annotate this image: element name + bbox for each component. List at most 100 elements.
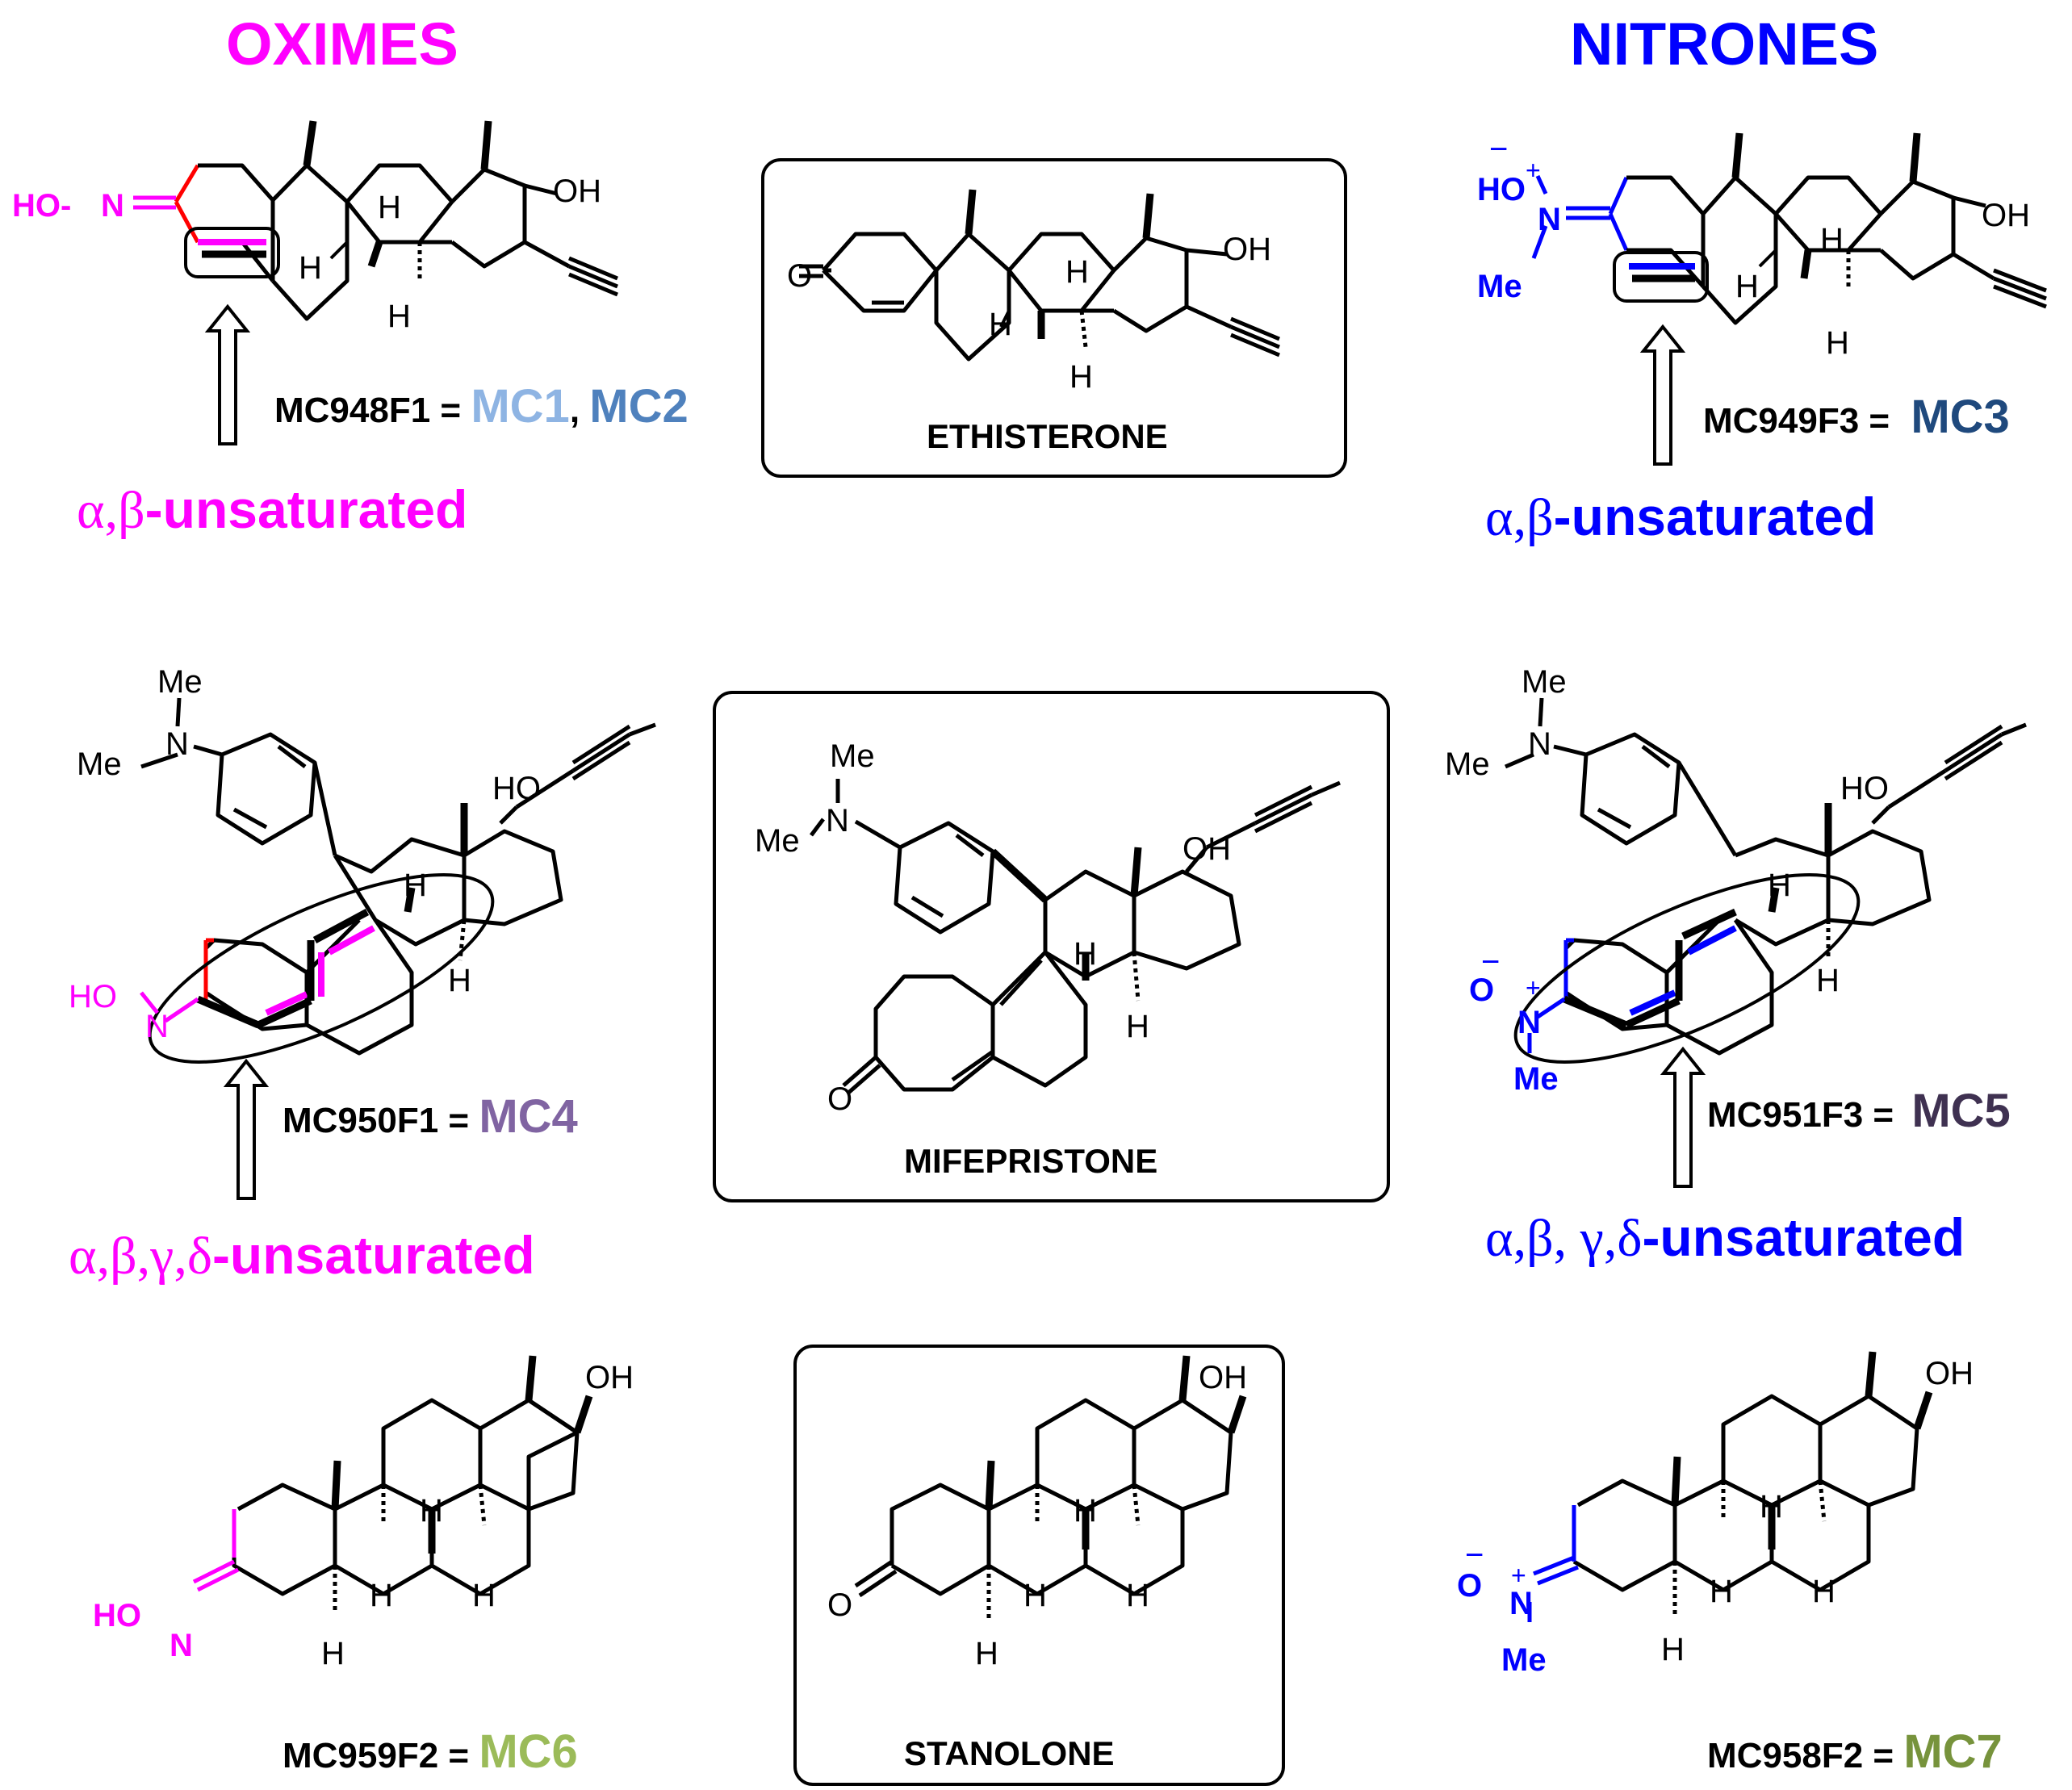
atom-h: H	[1710, 1574, 1733, 1609]
atom-ho: HO	[1477, 172, 1526, 207]
atom-me: Me	[1522, 664, 1567, 700]
mc958f2-code: MC958F2 = MC7	[1707, 1729, 2003, 1775]
atom-ho: HO	[492, 771, 541, 806]
atom-oh: OH	[1223, 232, 1271, 267]
atom-h: H	[420, 1493, 443, 1529]
atom-h: H	[1069, 359, 1093, 395]
atom-plus: +	[1526, 973, 1541, 1002]
atom-h: H	[1023, 1578, 1047, 1613]
mc1-label: MC1	[471, 380, 570, 433]
atom-h: H	[1661, 1632, 1685, 1667]
atom-oh: OH	[1982, 198, 2030, 233]
atom-h: H	[321, 1636, 345, 1671]
mc949f3-label: MC949F3 =	[1703, 401, 1890, 441]
atom-oh: OH	[553, 174, 601, 209]
atom-h: H	[378, 190, 401, 225]
atom-h: H	[1126, 1009, 1149, 1044]
ethisterone-box	[761, 158, 1347, 478]
mc950f1-code: MC950F1 = MC4	[283, 1094, 578, 1140]
atom-h: H	[1065, 254, 1089, 290]
atom-me: Me	[830, 738, 875, 774]
atom-ho: HO	[1840, 771, 1889, 806]
atom-n: N	[1517, 1005, 1541, 1040]
atom-plus: +	[1511, 1561, 1526, 1590]
atom-h: H	[1760, 1489, 1783, 1524]
atom-n: N	[170, 1628, 193, 1663]
atom-h: H	[404, 868, 427, 903]
atom-h: H	[387, 299, 411, 334]
arrow-row2-right	[1660, 1046, 1706, 1188]
stanolone-box	[793, 1345, 1285, 1786]
mc958f2-label: MC958F2 =	[1707, 1736, 1894, 1775]
mc950f1-label: MC950F1 =	[283, 1101, 470, 1140]
atom-h: H	[1768, 868, 1791, 903]
atom-h: H	[1735, 269, 1759, 304]
atom-h: H	[1074, 1493, 1097, 1529]
atom-minus: −	[1481, 944, 1500, 980]
unsaturated-label: -unsaturated	[1642, 1207, 1965, 1267]
mc951f3-label: MC951F3 =	[1707, 1095, 1894, 1135]
atom-plus: +	[1526, 156, 1541, 185]
atom-me: Me	[1513, 1061, 1559, 1097]
atom-oh: OH	[585, 1360, 634, 1395]
atom-h: H	[299, 250, 322, 286]
atom-h: H	[975, 1636, 998, 1671]
atom-h: H	[370, 1578, 393, 1613]
atom-h: H	[1816, 963, 1840, 998]
atom-n: N	[165, 726, 189, 762]
row2-oxime-unsaturation: α,β,γ,δ-unsaturated	[69, 1228, 535, 1283]
atom-h: H	[1074, 936, 1097, 972]
atom-o: O	[827, 1587, 852, 1623]
mc2-label: MC2	[589, 380, 689, 433]
atom-ho: HO	[69, 979, 117, 1014]
unsaturated-label: -unsaturated	[1553, 487, 1877, 546]
atom-ho-dash: HO-	[12, 188, 71, 224]
atom-me: Me	[77, 747, 122, 782]
atom-me: Me	[1477, 269, 1522, 304]
row1-oxime-unsaturation: α,β-unsaturated	[77, 483, 467, 537]
atom-oh: OH	[1183, 831, 1231, 867]
mc959f2-code: MC959F2 = MC6	[283, 1729, 578, 1775]
mc948f1-label: MC948F1 =	[274, 391, 462, 430]
atom-oh: OH	[1925, 1356, 1974, 1391]
atom-minus: −	[1489, 132, 1508, 167]
arrow-row1-right	[1639, 324, 1686, 466]
mc951f3-code: MC951F3 = MC5	[1707, 1088, 2011, 1135]
unsaturated-label: -unsaturated	[211, 1225, 535, 1285]
unsaturated-label: -unsaturated	[144, 479, 468, 539]
atom-oh: OH	[1199, 1360, 1247, 1395]
atom-h: H	[1812, 1574, 1835, 1609]
mifepristone-label: MIFEPRISTONE	[904, 1142, 1158, 1180]
atom-n: N	[1538, 202, 1561, 237]
mc7-label: MC7	[1903, 1725, 2003, 1778]
nitrones-header: NITRONES	[1570, 10, 1879, 77]
greek-letters: α,β, γ,δ	[1485, 1209, 1643, 1268]
mc959f2-structure	[192, 1355, 593, 1614]
mc3-label: MC3	[1911, 391, 2010, 443]
atom-h: H	[448, 963, 471, 998]
mc949f3-code: MC949F3 = MC3	[1703, 394, 2010, 441]
atom-n: N	[145, 1009, 169, 1044]
row2-nitrone-unsaturation: α,β, γ,δ-unsaturated	[1485, 1211, 1965, 1265]
oximes-header: OXIMES	[226, 10, 458, 77]
mc950f1-structure	[140, 697, 656, 1064]
greek-letters: α,β	[77, 481, 145, 540]
atom-me: Me	[1501, 1642, 1547, 1678]
atom-n: N	[1528, 726, 1551, 762]
atom-h: H	[1826, 325, 1849, 361]
atom-h: H	[1820, 222, 1844, 257]
mc948f1-code: MC948F1 = MC1, MC2	[274, 383, 689, 430]
row1-nitrone-unsaturation: α,β-unsaturated	[1485, 490, 1876, 545]
arrow-row2-left	[223, 1058, 270, 1200]
mc958f2-structure	[1527, 1351, 1933, 1622]
arrow-row1-left	[204, 303, 251, 445]
mc949f3-structure	[1531, 132, 2047, 325]
mc959f2-label: MC959F2 =	[283, 1736, 470, 1775]
ethisterone-structure	[799, 189, 1280, 362]
atom-me: Me	[157, 664, 203, 700]
mc5-label: MC5	[1911, 1085, 2011, 1137]
greek-letters: α,β	[1485, 488, 1554, 547]
atom-h: H	[989, 307, 1012, 342]
stanolone-structure	[854, 1355, 1247, 1618]
